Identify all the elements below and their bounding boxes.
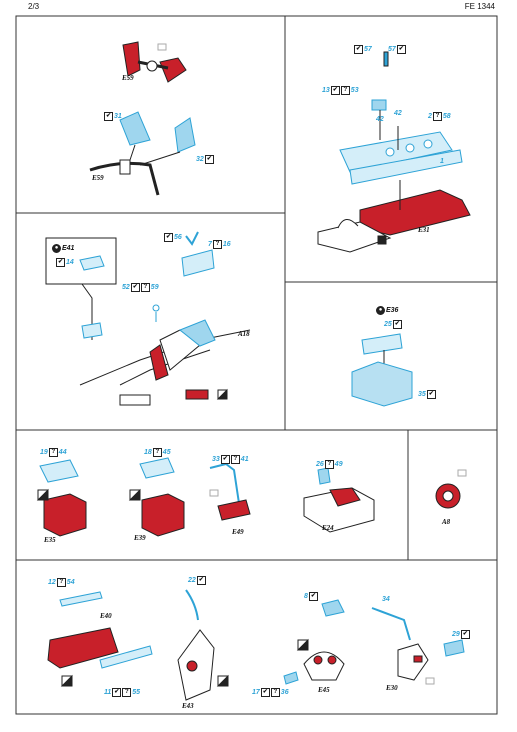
part-e35: E35 [44,536,56,544]
part-42-left: 42 [376,116,384,123]
panel-frame-4 [284,281,498,431]
check-box-icon: ✔ [104,112,113,121]
part-1: 1 [440,158,444,165]
question-box-icon: ? [340,86,350,95]
check-box-icon: ✔ [396,45,406,54]
question-box-icon: ? [140,283,150,292]
check-box-icon: ✔ [330,86,340,95]
check-box-icon: ✔ [460,630,470,639]
part-e59-top: E59 [122,74,134,82]
check-box-icon: ✔ [204,155,214,164]
part-57-left: ✔57 [354,45,372,54]
product-code: FE 1344 [464,2,495,11]
panel-frame-1 [15,15,286,214]
part-e45: E45 [318,686,330,694]
part-26-49: 26?49 [316,460,343,469]
part-31: ✔31 [104,112,122,121]
primer-icon: ● [52,244,61,253]
part-e40: E40 [100,612,112,620]
check-box-icon: ✔ [220,455,230,464]
part-e59-bottom: E59 [92,174,104,182]
check-box-icon: ✔ [164,233,173,242]
check-box-icon: ✔ [260,688,270,697]
part-34: 34 [382,596,390,603]
question-box-icon: ? [230,455,240,464]
part-a18: A18 [238,330,250,338]
part-7-16: 7?16 [208,240,231,249]
part-e39: E39 [134,534,146,542]
part-2-58: 2?58 [428,112,451,121]
part-11-55: 11✔?55 [104,688,141,697]
part-29: 29✔ [452,630,470,639]
part-19-44: 19?44 [40,448,67,457]
question-box-icon: ? [432,112,442,121]
check-box-icon: ✔ [354,45,363,54]
check-box-icon: ✔ [426,390,436,399]
question-box-icon: ? [324,460,334,469]
question-box-icon: ? [48,448,58,457]
question-box-icon: ? [122,688,132,697]
part-18-45: 18?45 [144,448,171,457]
part-52-59: 52✔?59 [122,283,159,292]
check-box-icon: ✔ [308,592,318,601]
part-32: 32✔ [196,155,214,164]
part-56: ✔56 [164,233,182,242]
check-box-icon: ✔ [392,320,402,329]
part-e36: ●E36 [376,306,398,315]
panel-1-drawing [89,41,196,196]
panel-7-drawing [47,589,465,701]
part-e43: E43 [182,702,194,710]
part-33-41: 33✔?41 [212,455,249,464]
question-box-icon: ? [270,688,280,697]
primer-icon: ● [376,306,385,315]
part-e49: E49 [232,528,244,536]
page-number: 2/3 [28,2,40,11]
panel-6-drawing [435,469,467,509]
panel-frame-7 [15,559,498,715]
part-a8: A8 [442,518,451,526]
question-box-icon: ? [212,240,222,249]
part-e41: ●E41 [52,244,74,253]
part-35: 35✔ [418,390,436,399]
part-22: 22✔ [188,576,206,585]
panel-3-drawing [45,231,251,406]
part-e31: E31 [418,226,430,234]
part-e24: E24 [322,524,334,532]
panel-5-drawing [36,457,375,537]
part-12-54: 12?54 [48,578,75,587]
panel-2-drawing [317,51,471,253]
question-box-icon: ? [152,448,162,457]
check-box-icon: ✔ [112,688,122,697]
panel-4-drawing [351,333,413,407]
check-box-icon: ✔ [56,258,65,267]
check-box-icon: ✔ [196,576,206,585]
part-57-right: 57✔ [388,45,406,54]
part-14: ✔14 [56,258,74,267]
part-42-right: 42 [394,110,402,117]
part-e30: E30 [386,684,398,692]
question-box-icon: ? [56,578,66,587]
part-8: 8✔ [304,592,318,601]
check-box-icon: ✔ [130,283,140,292]
part-25: 25✔ [384,320,402,329]
part-13-53: 13✔?53 [322,86,359,95]
part-17-36: 17✔?36 [252,688,289,697]
